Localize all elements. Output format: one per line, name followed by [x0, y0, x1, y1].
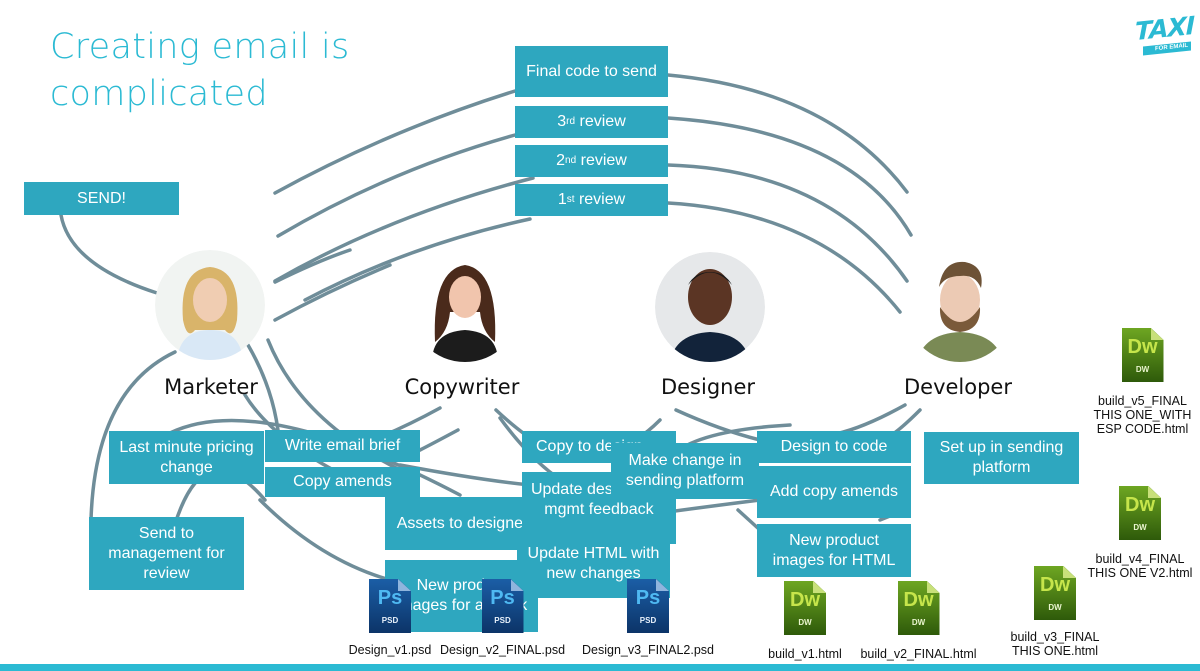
taxi-logo: TAXI FOR EMAIL: [1135, 10, 1195, 56]
step-last-minute: Last minute pricing change: [109, 431, 264, 484]
connector-marketer-up-2: [273, 263, 392, 322]
step-assets: Assets to designer: [385, 497, 540, 550]
connector-review2-right: [666, 163, 909, 283]
avatar-designer: [655, 252, 765, 362]
role-label-designer: Designer: [660, 375, 756, 399]
step-send: SEND!: [24, 182, 179, 215]
connector-send: [59, 213, 159, 295]
step-make-change: Make change in sending platform: [611, 443, 759, 499]
step-label: Send to management for review: [108, 524, 225, 582]
step-write-brief: Write email brief: [265, 430, 420, 462]
connector-review2-left: [273, 176, 535, 283]
role-label-marketer: Marketer: [164, 375, 258, 399]
step-label: Last minute pricing change: [119, 438, 254, 476]
review-text: review: [576, 152, 627, 169]
step-label: Copy amends: [293, 473, 392, 490]
step-design-to-code: Design to code: [757, 431, 911, 463]
file-name: build_v4_FINAL THIS ONE V2.html: [1087, 552, 1193, 580]
step-label: Final code to send: [526, 62, 657, 80]
connector-marketer-up-1: [273, 248, 352, 284]
bottom-accent-bar: [0, 664, 1200, 671]
review-number: 1: [557, 191, 567, 208]
logo-text: TAXI: [1135, 10, 1195, 47]
step-label: New product images for HTML: [772, 531, 896, 569]
step-update-html: Update HTML with new changes: [517, 530, 670, 598]
title-line-1: Creating email is: [50, 27, 350, 67]
step-send-mgmt: Send to management for review: [89, 517, 244, 590]
review-text: review: [575, 113, 626, 130]
step-label: SEND!: [77, 189, 126, 207]
connector-designer-2: [674, 408, 762, 442]
step-label: Design to code: [780, 438, 888, 455]
title-line-2: complicated: [50, 74, 268, 114]
page-title: Creating email is complicated: [50, 24, 410, 118]
connector-final-code-right: [666, 73, 909, 194]
connector-final-code-left: [273, 89, 517, 195]
avatar-marketer: [155, 250, 265, 360]
step-label: Assets to designer: [396, 514, 529, 532]
file-name: build_v5_FINAL THIS ONE_WITH ESP CODE.ht…: [1093, 394, 1192, 436]
review-ordinal: nd: [565, 155, 577, 166]
connector-copywriter-2: [418, 428, 460, 452]
file-name: Design_v2_FINAL.psd: [439, 643, 566, 657]
file-name: Design_v1.psd: [348, 643, 432, 657]
connector-marketer-down-4: [258, 498, 392, 582]
file-name: build_v3_FINAL THIS ONE.html: [1010, 630, 1100, 658]
role-label-developer: Developer: [903, 375, 1012, 399]
file-name: Design_v3_FINAL2.psd: [581, 643, 715, 657]
step-label: Add copy amends: [769, 483, 899, 500]
avatar-developer: [905, 252, 1015, 362]
connector-review3-left: [276, 133, 517, 238]
review-number: 2: [556, 152, 566, 169]
file-name: build_v2_FINAL.html: [860, 647, 977, 661]
connector-review3-right: [666, 116, 913, 237]
step-add-copy: Add copy amends: [757, 466, 911, 518]
review-ordinal: rd: [566, 116, 576, 127]
step-final-code: Final code to send: [515, 46, 668, 97]
connector-review1-left: [303, 217, 532, 302]
step-new-product-html: New product images for HTML: [757, 524, 911, 577]
role-label-copywriter: Copywriter: [404, 375, 520, 399]
connector-marketer-loop: [89, 350, 177, 522]
step-copy-amends: Copy amends: [265, 467, 420, 497]
step-label: Make change in sending platform: [625, 452, 745, 489]
connector-review1-right: [666, 201, 902, 314]
step-label: Update HTML with new changes: [527, 545, 660, 582]
review-number: 3: [557, 113, 567, 130]
file-name: build_v1.html: [768, 647, 842, 661]
step-label: Write email brief: [284, 437, 401, 454]
review-text: review: [574, 191, 626, 208]
avatar-copywriter: [410, 252, 520, 362]
review-ordinal: st: [566, 194, 575, 205]
step-setup-sending: Set up in sending platform: [924, 432, 1079, 484]
step-label: Set up in sending platform: [939, 439, 1064, 476]
